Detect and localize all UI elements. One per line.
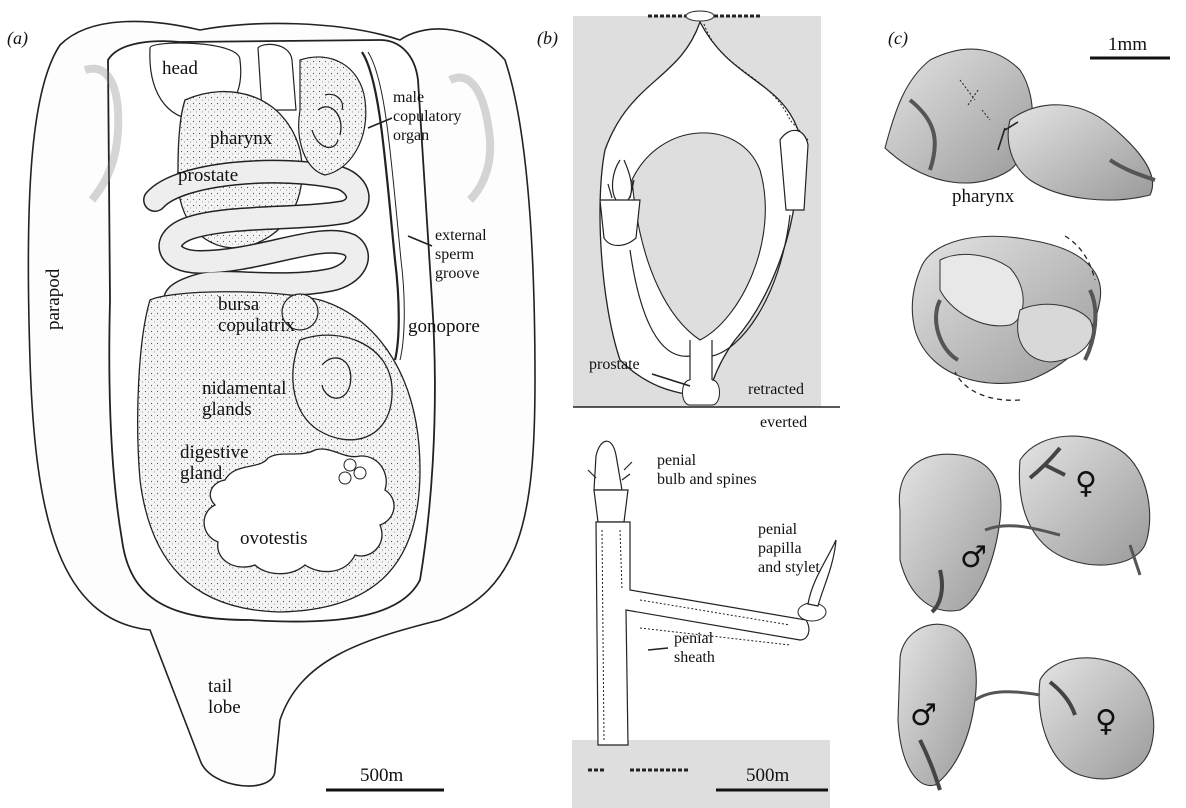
- label-external-sperm-groove: external sperm groove: [435, 226, 487, 283]
- label-b-prostate: prostate: [589, 355, 640, 374]
- label-tail-lobe: tail lobe: [208, 676, 241, 718]
- scale-label-b: 500m: [746, 765, 789, 786]
- female-symbol-4: ♀: [1095, 704, 1117, 739]
- male-symbol-3: ♂: [960, 540, 987, 575]
- label-male-copulatory-organ: male copulatory organ: [393, 88, 461, 145]
- scale-label-c: 1mm: [1108, 34, 1147, 55]
- label-penial-papilla-and-stylet: penial papilla and stylet: [758, 520, 820, 577]
- label-gonopore: gonopore: [408, 316, 480, 337]
- label-pharynx: pharynx: [210, 128, 272, 149]
- penis-retracted-diagram: [573, 11, 821, 407]
- label-nidamental-glands: nidamental glands: [202, 378, 286, 420]
- label-head: head: [162, 58, 198, 79]
- label-digestive-gland: digestive gland: [180, 442, 249, 484]
- label-everted: everted: [760, 413, 807, 432]
- mating-pair-1: [885, 49, 1155, 200]
- panel-b-letter: (b): [537, 28, 558, 49]
- label-penial-bulb-and-spines: penial bulb and spines: [657, 451, 757, 489]
- panel-a-letter: (a): [7, 28, 28, 49]
- label-c-pharynx: pharynx: [952, 186, 1014, 207]
- mating-pair-2: [912, 236, 1100, 400]
- penis-everted-diagram: [572, 441, 836, 808]
- mating-pair-3: [899, 436, 1149, 612]
- label-retracted: retracted: [748, 380, 804, 399]
- scale-label-a: 500m: [360, 765, 403, 786]
- label-bursa-copulatrix: bursa copulatrix: [218, 294, 295, 336]
- label-prostate: prostate: [178, 165, 238, 186]
- label-ovotestis: ovotestis: [240, 528, 308, 549]
- label-penial-sheath: penial sheath: [674, 629, 715, 667]
- male-symbol-4: ♂: [910, 698, 937, 733]
- panel-c-letter: (c): [888, 28, 908, 49]
- female-symbol-3: ♀: [1075, 466, 1097, 501]
- label-parapod: parapod: [43, 269, 64, 330]
